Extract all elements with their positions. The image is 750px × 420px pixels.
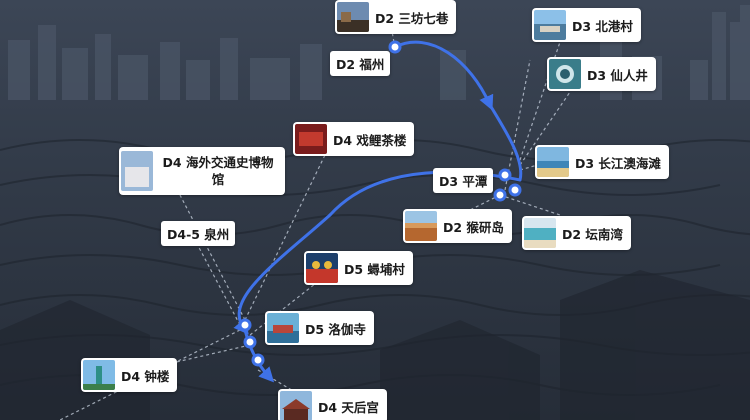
poi-card-luojia[interactable]: D5 洛伽寺 — [265, 311, 374, 345]
poi-card-xunpu[interactable]: D5 蟳埔村 — [304, 251, 413, 285]
poi-label: D4 天后宫 — [318, 399, 379, 415]
poi-label: D4 钟楼 — [121, 368, 170, 384]
poi-label: D3 仙人井 — [587, 67, 648, 83]
temple-sea-photo-icon — [267, 313, 299, 343]
poi-card-sanfang[interactable]: D2 三坊七巷 — [335, 0, 457, 34]
poi-card-tannan[interactable]: D2 坛南湾 — [522, 216, 631, 250]
city-tag-pingtan[interactable]: D3 平潭 — [433, 168, 494, 193]
route-stop — [238, 318, 252, 332]
poi-card-haiwai[interactable]: D4 海外交通史博物馆 — [119, 147, 285, 195]
old-street-photo-icon — [337, 2, 369, 32]
route-stop — [508, 183, 522, 197]
leader-line — [244, 154, 326, 321]
route-segment — [488, 103, 523, 182]
island-photo-icon — [405, 211, 437, 241]
leader-line — [389, 19, 396, 49]
leader-line — [499, 194, 561, 216]
route-segment — [233, 213, 332, 335]
beach-photo-icon — [537, 147, 569, 177]
bay-photo-icon — [524, 218, 556, 248]
poi-card-tianhou[interactable]: D4 天后宫 — [278, 389, 387, 420]
route-stop — [243, 335, 257, 349]
poi-card-xilicha[interactable]: D4 戏鲤茶楼 — [293, 122, 415, 156]
rock-well-photo-icon — [549, 59, 581, 89]
poi-label: D2 三坊七巷 — [375, 10, 449, 26]
temple-roof-photo-icon — [280, 391, 312, 420]
leader-line — [119, 344, 251, 376]
leader-lines — [59, 19, 571, 420]
poi-label: D5 蟳埔村 — [344, 261, 405, 277]
poi-card-changjiang[interactable]: D3 长江澳海滩 — [535, 145, 669, 179]
village-flower-photo-icon — [306, 253, 338, 283]
route-stop — [251, 353, 265, 367]
clock-tower-photo-icon — [83, 360, 115, 390]
route-path — [233, 40, 523, 383]
route-stop — [498, 168, 512, 182]
museum-photo-icon — [121, 151, 153, 191]
city-tag-quanzhou[interactable]: D4-5 泉州 — [161, 221, 236, 246]
village-coast-photo-icon — [534, 10, 566, 40]
poi-card-beigang[interactable]: D3 北港村 — [532, 8, 641, 42]
poi-label: D2 坛南湾 — [562, 226, 623, 242]
route-stop — [388, 40, 402, 54]
poi-label: D3 长江澳海滩 — [575, 155, 661, 171]
leader-line — [194, 239, 241, 326]
leader-line — [504, 59, 531, 191]
poi-label: D5 洛伽寺 — [305, 321, 366, 337]
leader-line — [249, 279, 321, 336]
city-tag-fuzhou[interactable]: D2 福州 — [330, 51, 391, 76]
poi-card-xianrenjing[interactable]: D3 仙人井 — [547, 57, 656, 91]
poi-label: D3 北港村 — [572, 18, 633, 34]
route-stop — [493, 188, 507, 202]
poi-label: D4 海外交通史博物馆 — [162, 155, 274, 187]
skyline — [8, 5, 750, 100]
poi-label: D4 戏鲤茶楼 — [333, 132, 407, 148]
leader-line — [519, 91, 571, 166]
teahouse-photo-icon — [295, 124, 327, 154]
route-segment — [393, 40, 494, 111]
poi-label: D2 猴研岛 — [443, 219, 504, 235]
poi-card-zhonglou[interactable]: D4 钟楼 — [81, 358, 178, 392]
poi-card-houyan[interactable]: D2 猴研岛 — [403, 209, 512, 243]
